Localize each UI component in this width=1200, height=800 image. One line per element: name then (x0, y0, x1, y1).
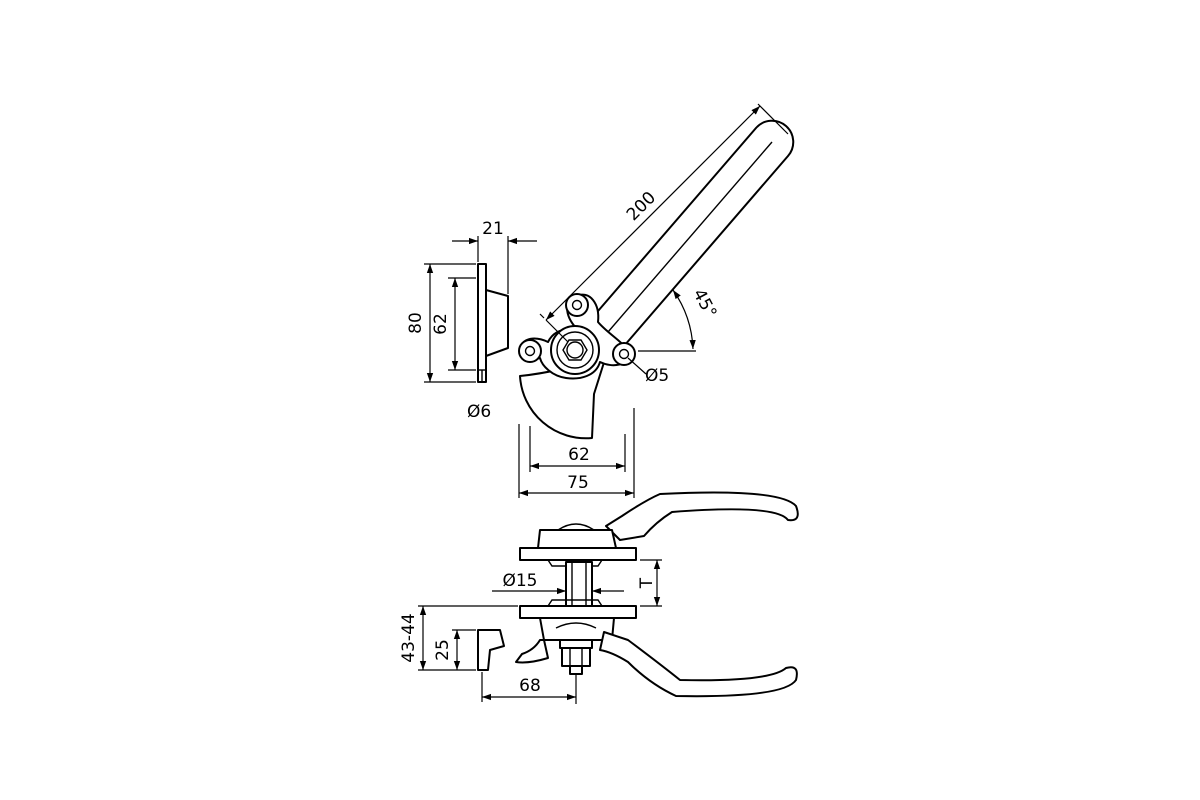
dim-shaft: Ø15 (492, 571, 624, 595)
backplate-side-view: 21 80 62 Ø6 (406, 219, 537, 422)
dim-shaft-label: Ø15 (502, 571, 537, 591)
dim-keeper-offset: 68 (481, 672, 576, 702)
lower-lever (599, 631, 798, 698)
nut-bolt (559, 639, 593, 704)
dim-keeper-height: 25 (433, 629, 476, 670)
dim-rotation-angle-label: 45° (689, 286, 721, 322)
dim-projection: 43-44 (399, 605, 518, 671)
keeper (477, 629, 505, 671)
fixing-lug-left (518, 339, 542, 363)
central-hub (550, 325, 600, 375)
dim-fixing-hole: Ø5 (627, 357, 669, 386)
dim-fixing-hole-label: Ø5 (645, 366, 669, 386)
dim-fixing-spacing-label: 62 (568, 445, 590, 465)
dim-rosette-width: 75 (518, 408, 635, 498)
dim-backplate-depth-label: 21 (482, 219, 504, 239)
cam-foot (515, 639, 549, 664)
dim-backplate-height: 80 (406, 263, 476, 383)
dim-backplate-hole-spacing: 62 (431, 277, 476, 371)
dim-backplate-hole-label: Ø6 (467, 402, 491, 422)
assembly-side-view: Ø15 T (399, 491, 799, 704)
dim-handle-length-label: 200 (623, 188, 660, 225)
dim-rosette-width-label: 75 (567, 473, 589, 493)
dim-door-thickness: T (637, 559, 662, 607)
dim-backplate-height-label: 80 (406, 312, 426, 334)
dim-backplate-depth: 21 (452, 219, 537, 294)
upper-flange (519, 547, 637, 561)
lower-flange (519, 605, 637, 619)
handle-arm (591, 119, 795, 347)
dim-keeper-offset-label: 68 (519, 676, 541, 696)
front-view: 200 45° Ø5 62 75 (518, 103, 795, 498)
upper-rosette (537, 529, 617, 549)
dim-backplate-hole-spacing-label: 62 (431, 313, 451, 335)
dim-fixing-spacing: 62 (529, 426, 626, 472)
dim-keeper-height-label: 25 (433, 639, 453, 661)
dim-door-thickness-label: T (637, 577, 657, 589)
dim-projection-label: 43-44 (399, 613, 419, 662)
upper-lever (605, 491, 799, 541)
